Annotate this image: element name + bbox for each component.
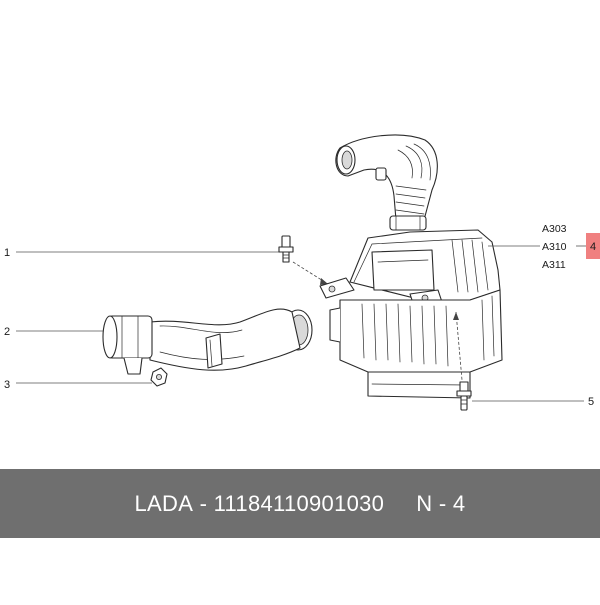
code-a310: A310 [542, 241, 567, 253]
code-a303: A303 [542, 223, 567, 235]
callout-5: 5 [472, 396, 594, 408]
banner-position: N - 4 [416, 490, 466, 516]
banner-gap [384, 491, 416, 517]
part-info-banner: LADA - 11184110901030 N - 4 [0, 469, 600, 538]
callout-2-number: 2 [4, 326, 10, 338]
callout-4: A303 A310 A311 4 [488, 223, 600, 271]
callout-4-number: 4 [590, 241, 596, 253]
bolt-part-5 [456, 381, 472, 411]
code-a311: A311 [542, 259, 566, 271]
air-filter-assembly-part-4 [319, 134, 503, 399]
callout-1: 1 [4, 247, 280, 259]
callout-1-number: 1 [4, 247, 10, 259]
banner-part-number: 11184110901030 [213, 490, 385, 516]
banner-separator: - [193, 490, 214, 516]
banner-brand: LADA [134, 490, 194, 516]
callout-4-highlight [586, 233, 600, 259]
callout-3-number: 3 [4, 379, 10, 391]
callout-2: 2 [4, 326, 104, 338]
bolt-part-1 [278, 235, 294, 263]
callout-3: 3 [4, 379, 152, 391]
nut-part-3 [150, 367, 168, 387]
callout-5-number: 5 [588, 396, 594, 408]
intake-duct-part-2 [102, 308, 313, 375]
